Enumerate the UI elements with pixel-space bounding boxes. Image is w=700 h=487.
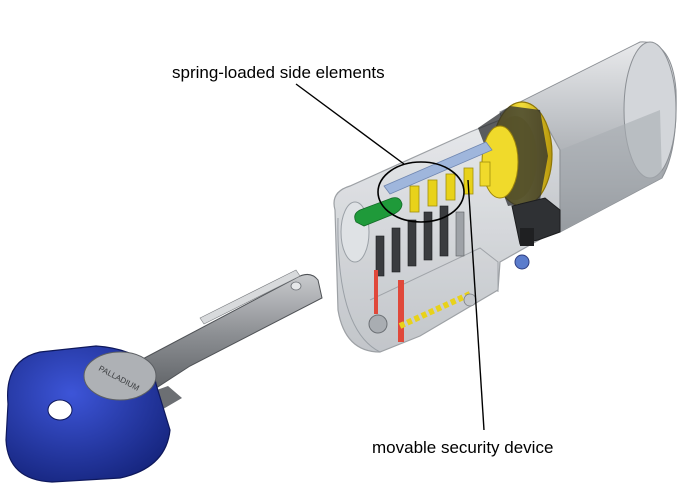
bottom-springs (368, 254, 530, 334)
label-movable-security-device: movable security device (372, 438, 554, 457)
label-spring-loaded-side-elements: spring-loaded side elements (172, 63, 385, 82)
highlight-oval (377, 161, 465, 223)
cam (511, 197, 561, 246)
side-elements (354, 141, 493, 227)
lower-pins (375, 205, 465, 277)
callout-graphics (295, 83, 485, 431)
key-blade (116, 269, 323, 412)
leader-line-security-device (467, 179, 485, 431)
leader-line-side-elements (295, 83, 405, 165)
key-head: PALLADIUM (5, 345, 171, 483)
red-springs (374, 270, 404, 342)
brass-ring (478, 101, 553, 207)
